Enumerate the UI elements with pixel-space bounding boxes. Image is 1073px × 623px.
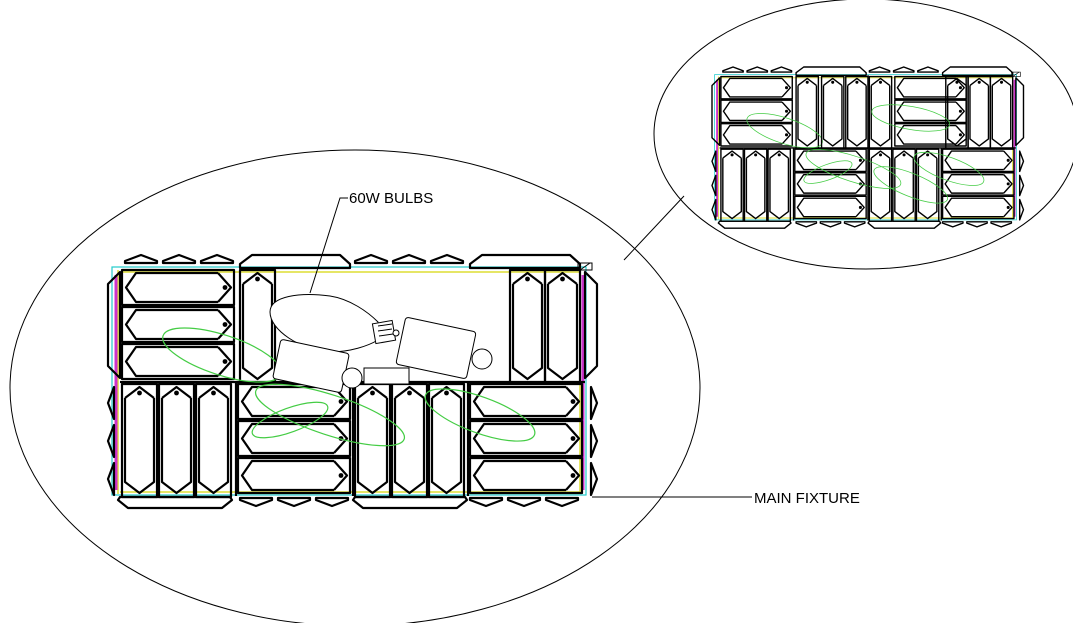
socket-cap-right	[471, 348, 493, 370]
overview-fixture	[712, 67, 1023, 228]
overview-circle	[653, 0, 1073, 270]
fixture-label: MAIN FIXTURE	[754, 490, 860, 507]
bulbs-leader-line	[309, 197, 348, 294]
bulbs-label: 60W BULBS	[349, 190, 433, 207]
bulb-socket-right	[395, 317, 477, 379]
socket-bracket	[363, 367, 410, 385]
bulbs-group	[269, 294, 493, 393]
detail-circle	[9, 149, 701, 623]
callout-connector-line	[623, 195, 685, 261]
overview-callout	[653, 0, 1073, 270]
main-detail-callout: 60W BULBS MAIN FIXTURE	[9, 149, 860, 623]
socket-cap-left	[341, 367, 363, 389]
bulb-base	[371, 319, 400, 345]
